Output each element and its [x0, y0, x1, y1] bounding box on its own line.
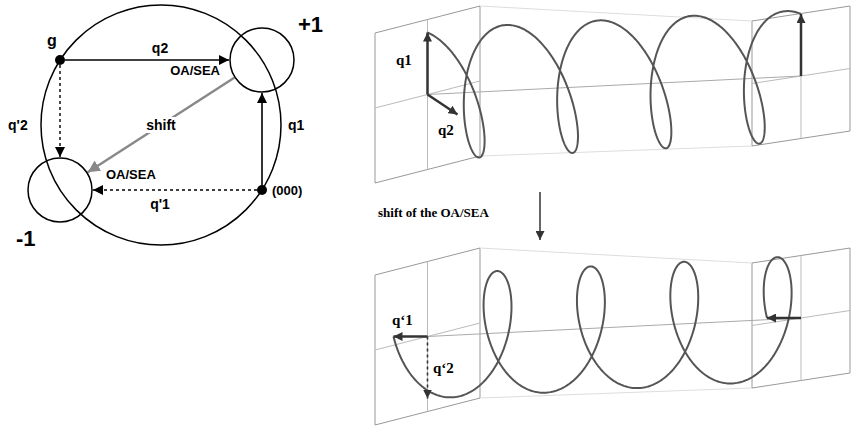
circle-line: [28, 158, 92, 222]
guide-line: [480, 248, 752, 263]
vector-arrow: [261, 93, 263, 185]
vector-label: q2: [152, 40, 168, 56]
vector-label: q2: [438, 122, 454, 139]
reciprocal-point: (000): [257, 185, 267, 195]
circle-outline: [229, 27, 295, 93]
vector-label: shift: [143, 117, 179, 133]
helix: [428, 11, 802, 157]
vector-arrow: [800, 14, 803, 76]
front-plane: [375, 248, 480, 425]
point-dot: [257, 185, 267, 195]
circle-outline: [27, 157, 93, 223]
helix-panel: [375, 248, 850, 425]
vector-arrow: [59, 65, 60, 157]
helix-axis: [428, 318, 802, 337]
vector-label: q‘2: [433, 360, 454, 377]
vector-label: q'1: [150, 196, 170, 212]
caption-note: shift of the OA/SEA: [378, 206, 489, 221]
part-label: OA/SEA: [170, 64, 220, 79]
vector-arrow: [65, 59, 229, 61]
guide-line: [480, 6, 752, 21]
vector-arrow: [88, 78, 235, 172]
point-label: g: [47, 32, 57, 50]
point-marker: [257, 185, 267, 195]
helix: [394, 257, 792, 397]
helix-panel: [375, 6, 850, 183]
vector-arrow: [767, 317, 801, 320]
vector-arrow: [394, 335, 428, 338]
ewald-circle: [41, 5, 281, 245]
reciprocal-point: g: [55, 55, 65, 65]
vector-arrow: [428, 95, 458, 115]
vector-arrow: [93, 189, 257, 190]
grid-line: [801, 14, 802, 139]
vector-arrow: [427, 337, 429, 399]
point-marker: [55, 55, 65, 65]
vector-arrow: [426, 33, 429, 95]
shift-arrow: [539, 192, 541, 240]
vector-label: q1: [288, 117, 304, 133]
laue-circle: +1: [229, 27, 295, 93]
vector-label: q1: [396, 52, 412, 69]
circle-line: [230, 28, 294, 92]
vector-label: q'2: [8, 117, 28, 133]
guide-line: [480, 146, 752, 156]
guide-line: [480, 388, 752, 398]
part-label: OA/SEA: [106, 168, 156, 183]
laue-circle: -1: [27, 157, 93, 223]
order-label: +1: [298, 12, 323, 37]
vector-label: q‘1: [392, 312, 413, 329]
order-label: -1: [16, 226, 36, 251]
point-dot: [55, 55, 65, 65]
point-label: (000): [272, 184, 302, 199]
back-plane: [752, 6, 850, 146]
